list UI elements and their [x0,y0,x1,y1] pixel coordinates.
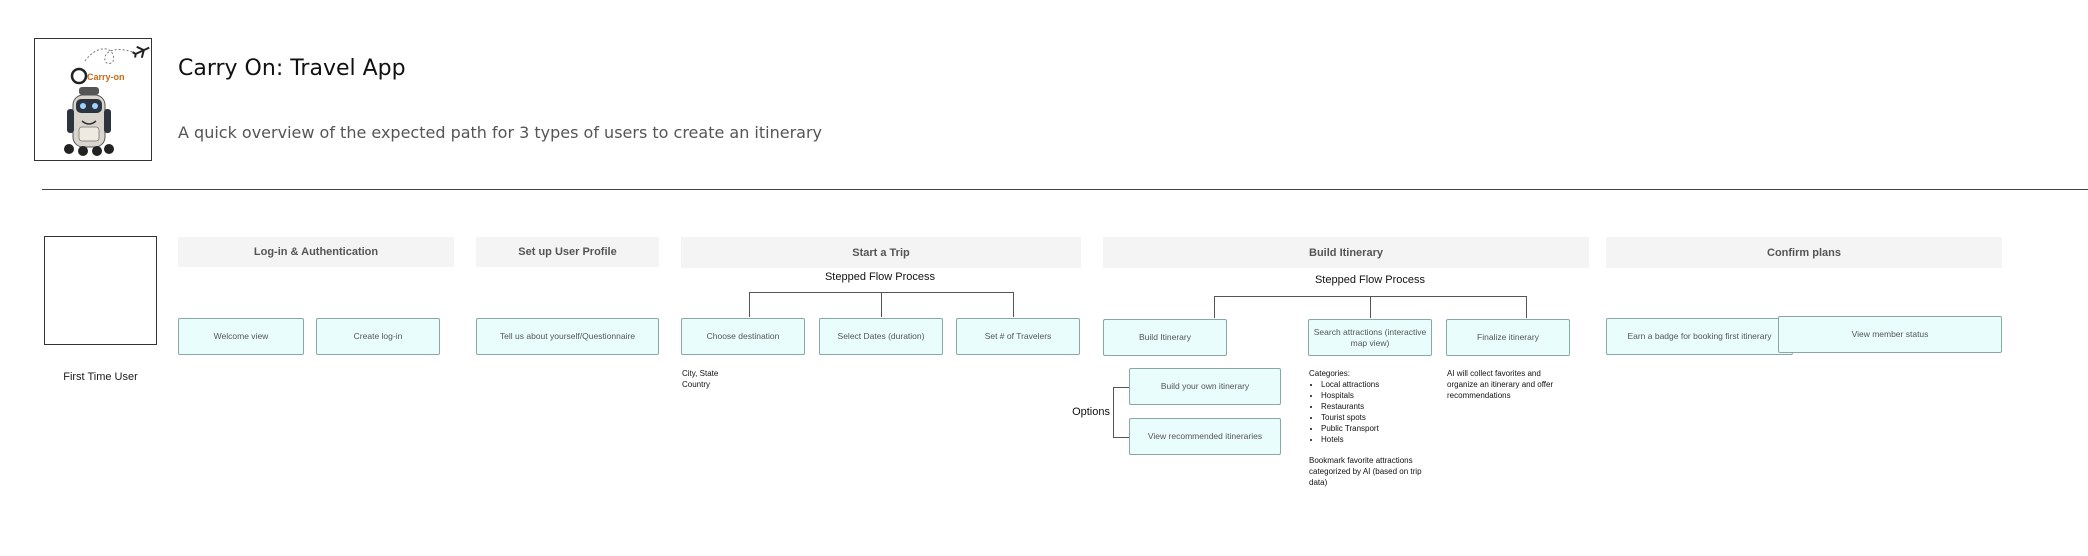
page-subtitle: A quick overview of the expected path fo… [178,123,823,142]
destination-note-line: City, State [682,369,719,378]
airplane-icon [132,45,150,58]
category-item: Public Transport [1321,423,1439,434]
app-logo: Carry-on [34,38,152,161]
node-member-status[interactable]: View member status [1778,316,2002,353]
robot-luggage-logo: Carry-on [64,45,150,156]
stage-header-trip: Start a Trip [681,237,1081,268]
connector-line [749,292,750,317]
flow-label-trip: Stepped Flow Process [824,271,936,283]
divider [42,189,2088,190]
connector-line [1526,296,1527,318]
connector-line [1113,437,1129,438]
stage-header-confirm: Confirm plans [1606,237,2002,268]
connector-line [1113,387,1129,388]
node-welcome-view[interactable]: Welcome view [178,318,304,355]
options-label: Options [1072,406,1110,418]
node-questionnaire[interactable]: Tell us about yourself/Questionnaire [476,318,659,355]
bookmark-note: Bookmark favorite attractions categorize… [1309,456,1422,487]
connector-line [1370,296,1371,318]
category-item: Local attractions [1321,379,1439,390]
category-item: Restaurants [1321,401,1439,412]
persona-label: First Time User [63,371,138,383]
stage-header-itinerary: Build Itinerary [1103,237,1589,268]
categories-note: Categories: Local attractions Hospitals … [1309,368,1439,445]
node-search-attractions[interactable]: Search attractions (interactive map view… [1308,319,1432,356]
destination-note-line: Country [682,380,711,389]
node-choose-destination[interactable]: Choose destination [681,318,805,355]
ai-note: AI will collect favorites and organize a… [1447,369,1554,400]
page-title: Carry On: Travel App [178,56,406,81]
node-build-own-itinerary[interactable]: Build your own itinerary [1129,368,1281,405]
stage-header-login: Log-in & Authentication [178,237,454,267]
flow-label-itinerary: Stepped Flow Process [1314,274,1426,286]
logo-text: Carry-on [87,72,125,82]
persona-image-placeholder [44,236,157,345]
connector-line [1113,387,1114,438]
category-item: Hospitals [1321,390,1439,401]
connector-line [1013,292,1014,317]
category-item: Tourist spots [1321,412,1439,423]
connector-line [1214,296,1215,318]
node-view-recommended[interactable]: View recommended itineraries [1129,418,1281,455]
stage-header-profile: Set up User Profile [476,237,659,267]
node-select-dates[interactable]: Select Dates (duration) [819,318,943,355]
node-create-login[interactable]: Create log-in [316,318,440,355]
destination-note: City, State Country [682,368,802,390]
category-item: Hotels [1321,434,1439,445]
node-build-itinerary[interactable]: Build Itinerary [1103,319,1227,356]
connector-line [881,292,882,317]
node-finalize-itinerary[interactable]: Finalize itinerary [1446,319,1570,356]
node-earn-badge[interactable]: Earn a badge for booking first itinerary [1606,318,1793,355]
categories-title: Categories: [1309,369,1350,378]
node-set-travelers[interactable]: Set # of Travelers [956,318,1080,355]
